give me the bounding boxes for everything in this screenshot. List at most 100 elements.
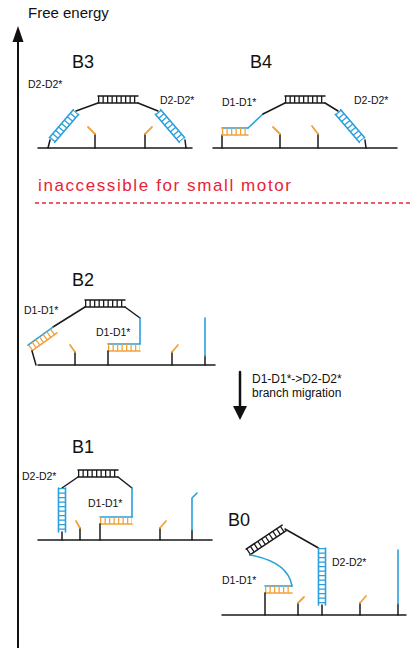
state-label: B4 <box>250 52 272 73</box>
track-stub <box>264 593 266 615</box>
motor-rungs <box>248 528 284 552</box>
foothold-strand <box>70 345 75 352</box>
domain-label: D2-D2* <box>354 94 388 106</box>
leg-rungs <box>158 112 182 140</box>
track-stub <box>61 532 63 540</box>
track-stub <box>204 356 206 365</box>
track <box>213 147 397 149</box>
domain-label: D1-D1* <box>222 96 256 108</box>
threshold-note: inaccessible for small motor <box>38 176 293 196</box>
track-stub <box>79 528 81 540</box>
leg-duplex <box>49 110 73 138</box>
free-strand <box>192 493 197 530</box>
track-stub <box>317 134 319 148</box>
track-stub <box>221 135 223 148</box>
transition-arrowhead <box>233 406 247 420</box>
state-label: B3 <box>72 52 94 73</box>
foothold-strand <box>298 597 304 603</box>
foothold-rungs <box>100 517 132 524</box>
state-label: B2 <box>72 270 94 291</box>
domain-label: D1-D1* <box>24 304 58 316</box>
foothold-rungs <box>108 344 140 351</box>
transition-arrow <box>239 372 242 408</box>
motor-duplex <box>85 299 125 301</box>
motor-strand <box>62 477 78 488</box>
domain-label: D2-D2* <box>28 78 62 90</box>
foothold-strand <box>312 126 318 134</box>
track <box>222 614 406 616</box>
axis-line <box>17 40 19 648</box>
leg-duplex <box>161 110 185 138</box>
axis-label: Free energy <box>28 4 109 21</box>
transition-label: D1-D1*->D2-D2* branch migration <box>252 373 364 401</box>
domain-label: D1-D1* <box>88 497 122 509</box>
motor-duplex <box>285 102 325 104</box>
domain-label: D1-D1* <box>96 326 130 338</box>
motor-rungs <box>285 96 325 103</box>
track <box>38 539 212 541</box>
track-stub <box>185 140 186 148</box>
motor-strand <box>138 103 158 111</box>
leg-strand <box>139 318 141 344</box>
leg-rungs <box>52 112 76 140</box>
domain-label: D2-D2* <box>332 556 366 568</box>
motor-rungs <box>85 300 125 307</box>
leg-duplex <box>58 488 60 532</box>
leg-strand <box>131 488 133 517</box>
free-strand <box>204 318 206 356</box>
leg-rungs <box>59 488 66 532</box>
foothold-strand <box>273 127 280 134</box>
track-stub <box>74 352 76 365</box>
track-stub <box>144 134 146 148</box>
motor-strand <box>263 103 285 114</box>
foothold-strand <box>172 345 178 352</box>
foothold-rungs <box>30 330 55 348</box>
track-stub <box>397 604 399 615</box>
foothold-strand <box>88 127 95 134</box>
motor-duplex <box>85 306 125 308</box>
leg-rungs <box>338 112 362 140</box>
track-stub <box>107 351 109 365</box>
motor-rungs <box>78 470 118 477</box>
free-strand <box>397 550 399 604</box>
foothold-duplex <box>222 134 248 136</box>
domain-label: D2-D2* <box>22 470 56 482</box>
leg-duplex <box>341 110 365 138</box>
motor-duplex <box>78 469 118 471</box>
threshold-line <box>35 202 410 204</box>
leg-rungs <box>319 548 326 605</box>
track-stub <box>191 530 193 540</box>
domain-label: D1-D1* <box>222 574 256 586</box>
foothold-strand <box>76 521 80 528</box>
motor-strand <box>118 477 132 488</box>
track-stub <box>48 140 50 148</box>
state-label: B1 <box>72 437 94 458</box>
leg-duplex <box>325 548 327 605</box>
track <box>38 364 215 366</box>
leg-strand <box>248 114 263 128</box>
motor-strand <box>125 307 140 318</box>
track-stub <box>32 351 36 365</box>
track-stub <box>297 603 299 615</box>
foothold-strand <box>360 596 366 603</box>
foothold-rungs <box>222 128 248 135</box>
track-stub <box>94 134 96 148</box>
domain-label: D2-D2* <box>160 94 194 106</box>
foothold-strand <box>160 521 166 528</box>
motor-strand <box>285 529 319 548</box>
track <box>38 147 192 149</box>
track-stub <box>279 134 281 148</box>
track-stub <box>159 528 161 540</box>
motor-duplex <box>78 476 118 478</box>
leg-duplex <box>65 488 67 532</box>
motor-strand <box>325 103 338 111</box>
state-label: B0 <box>228 510 250 531</box>
foothold-duplex <box>222 127 248 129</box>
foothold-rungs <box>265 586 292 593</box>
track-stub <box>99 524 101 540</box>
illustration <box>13 26 411 648</box>
motor-duplex <box>98 102 138 104</box>
motor-duplex <box>98 95 138 97</box>
